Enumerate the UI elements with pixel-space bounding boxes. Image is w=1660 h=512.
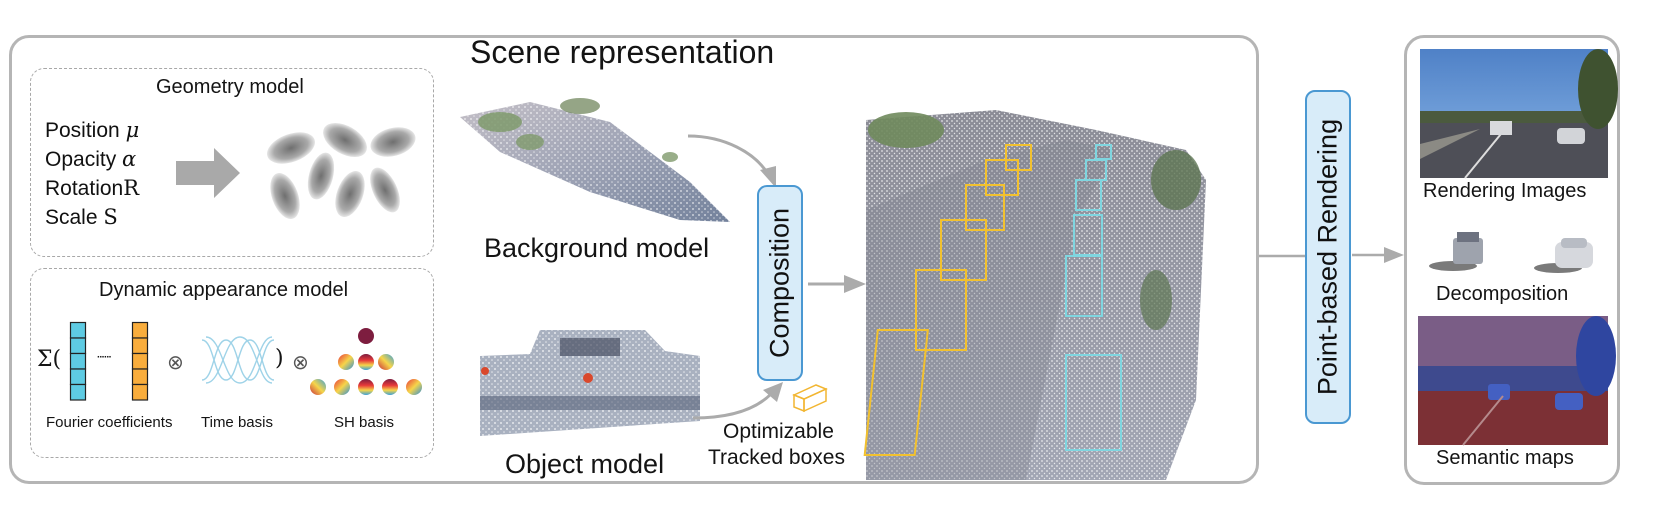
fourier-coefficients-label: Fourier coefficients <box>46 414 173 431</box>
close-paren: ) <box>275 346 284 371</box>
outputs-frame <box>1404 35 1620 485</box>
semantic-maps-label: Semantic maps <box>1436 447 1574 469</box>
decomposition-label: Decomposition <box>1436 283 1569 305</box>
attribute-scale: Scale S <box>45 205 118 229</box>
time-basis-waves-icon <box>201 336 275 384</box>
object-point-cloud-image <box>480 330 700 436</box>
geometry-model-panel <box>30 68 434 257</box>
tensor-product-symbol-1: ⊗ <box>167 352 184 374</box>
scene-representation-title: Scene representation <box>470 34 775 70</box>
right-arrow-icon <box>176 148 240 198</box>
time-basis-label: Time basis <box>201 414 273 431</box>
point-based-rendering-label: Point-based Rendering <box>1312 118 1343 396</box>
point-based-rendering-block: Point-based Rendering <box>1305 90 1351 424</box>
composition-label: Composition <box>764 207 795 359</box>
background-model-label: Background model <box>484 233 710 263</box>
gaussian-ellipsoids-icon <box>267 122 416 219</box>
sh-basis-spheres-icon <box>310 328 422 395</box>
dynamic-appearance-panel <box>30 268 434 458</box>
optimizable-label: Optimizable <box>723 420 834 443</box>
background-point-cloud-image <box>460 98 730 222</box>
rendering-image <box>1420 49 1618 179</box>
scene-representation-frame <box>9 35 1259 484</box>
composition-block: Composition <box>757 185 803 381</box>
scene-to-rendering-line <box>1259 254 1309 258</box>
dynamic-appearance-title: Dynamic appearance model <box>99 279 349 301</box>
rendering-to-outputs-arrow <box>1352 247 1404 263</box>
attribute-opacity: Opacity α <box>45 147 137 171</box>
attribute-rotation: RotationR <box>45 176 140 200</box>
object-to-composition-arrow <box>692 382 783 420</box>
rendering-images-label: Rendering Images <box>1423 180 1587 202</box>
object-model-label: Object model <box>505 449 665 479</box>
fourier-coefficient-vector-last <box>131 321 149 401</box>
attribute-position: Position μ <box>45 118 140 142</box>
tracked-box-icon <box>792 384 828 413</box>
sh-basis-label: SH basis <box>334 414 395 431</box>
composed-scene-point-cloud-image <box>863 110 1206 480</box>
sigma-symbol: Σ( <box>37 347 62 372</box>
decomposition-cars-image <box>1429 232 1593 273</box>
ellipsis: ······ <box>97 352 112 363</box>
tensor-product-symbol-2: ⊗ <box>292 352 309 374</box>
tracked-boxes-label: Tracked boxes <box>708 446 845 469</box>
fourier-coefficient-vector-first <box>69 321 87 401</box>
background-to-composition-arrow <box>687 134 776 188</box>
geometry-model-title: Geometry model <box>156 76 304 98</box>
composition-to-scene-arrow <box>808 275 866 293</box>
geometry-attributes: Position μ Opacity α RotationR Scale S <box>45 116 139 232</box>
semantic-map-image <box>1418 316 1616 446</box>
